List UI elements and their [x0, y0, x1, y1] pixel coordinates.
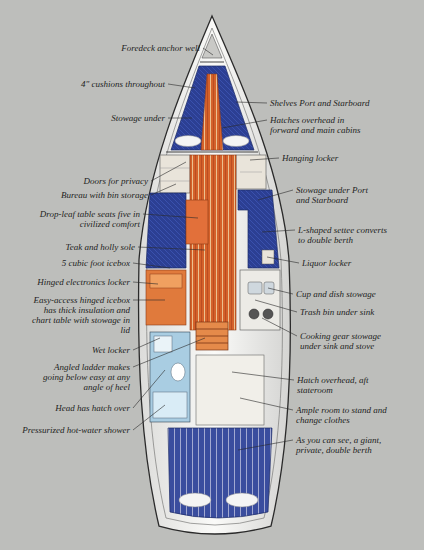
leader-line — [250, 158, 279, 160]
leader-line — [238, 440, 293, 450]
leader-line — [240, 398, 293, 410]
head — [150, 332, 190, 422]
leader-line — [168, 84, 195, 88]
leader-line — [168, 118, 192, 119]
callout-label: Stowage under — [90, 113, 165, 123]
callout-label: Pressurized hot-water shower — [5, 425, 130, 435]
leader-line — [267, 257, 299, 263]
leader-line — [151, 162, 186, 181]
callout-label: Wet locker — [60, 345, 130, 355]
leader-line — [133, 300, 165, 301]
callout-label: Liquor locker — [302, 258, 372, 268]
callout-label: Teak and holly sole — [40, 242, 135, 252]
callout-label: Bureau with bin storage — [40, 190, 148, 200]
callout-label: 4" cushions throughout — [70, 79, 165, 89]
leader-line — [151, 184, 176, 195]
callout-label: Stowage under Port and Starboard — [296, 185, 381, 205]
v-berth — [166, 66, 258, 152]
nav-station — [146, 270, 186, 325]
leader-line — [232, 372, 294, 380]
leader-line — [222, 120, 267, 128]
callout-label: Hatch overhead, aft stateroom — [297, 375, 382, 395]
callout-label: Drop-leaf table seats five in civilized … — [35, 209, 140, 229]
callout-label: 5 cubic foot icebox — [30, 258, 130, 268]
leader-line — [133, 282, 158, 284]
callout-label: Trash bin under sink — [300, 307, 400, 317]
callout-label: As you can see, a giant, private, double… — [296, 435, 401, 455]
leader-line — [138, 247, 205, 250]
callout-label: Cooking gear stowage under sink and stov… — [300, 331, 395, 351]
leader-line — [143, 214, 198, 218]
callout-label: Easy-access hinged icebox has thick insu… — [25, 295, 130, 335]
callout-label: L-shaped settee converts to double berth — [298, 225, 393, 245]
leader-line — [203, 48, 213, 55]
callout-label: Cup and dish stowage — [296, 289, 396, 299]
leader-line — [133, 405, 165, 430]
aft-stateroom — [168, 355, 272, 518]
callout-label: Hinged electronics locker — [20, 277, 130, 287]
leader-line — [133, 263, 170, 268]
callout-label: Ample room to stand and change clothes — [296, 405, 391, 425]
anchor-well — [200, 34, 224, 62]
leader-line — [133, 370, 165, 408]
callout-label: Angled ladder makes going below easy at … — [35, 362, 130, 392]
callout-label: Foredeck anchor well — [100, 43, 200, 53]
callout-label: Shelves Port and Starboard — [270, 98, 390, 108]
callout-label: Hanging locker — [282, 153, 362, 163]
saloon — [146, 190, 279, 268]
hull — [139, 16, 291, 534]
callout-label: Hatches overhead in forward and main cab… — [270, 115, 375, 135]
galley — [240, 270, 280, 330]
leader-line — [262, 230, 295, 232]
leader-line — [133, 338, 205, 367]
leader-line — [262, 318, 297, 336]
leader-line — [236, 102, 267, 103]
leader-line — [268, 288, 293, 294]
ladder — [196, 322, 228, 350]
leader-line — [255, 300, 297, 312]
leader-line — [133, 338, 160, 350]
callout-label: Head has hatch over — [30, 403, 130, 413]
leader-line — [258, 190, 293, 200]
callout-label: Doors for privacy — [60, 176, 148, 186]
